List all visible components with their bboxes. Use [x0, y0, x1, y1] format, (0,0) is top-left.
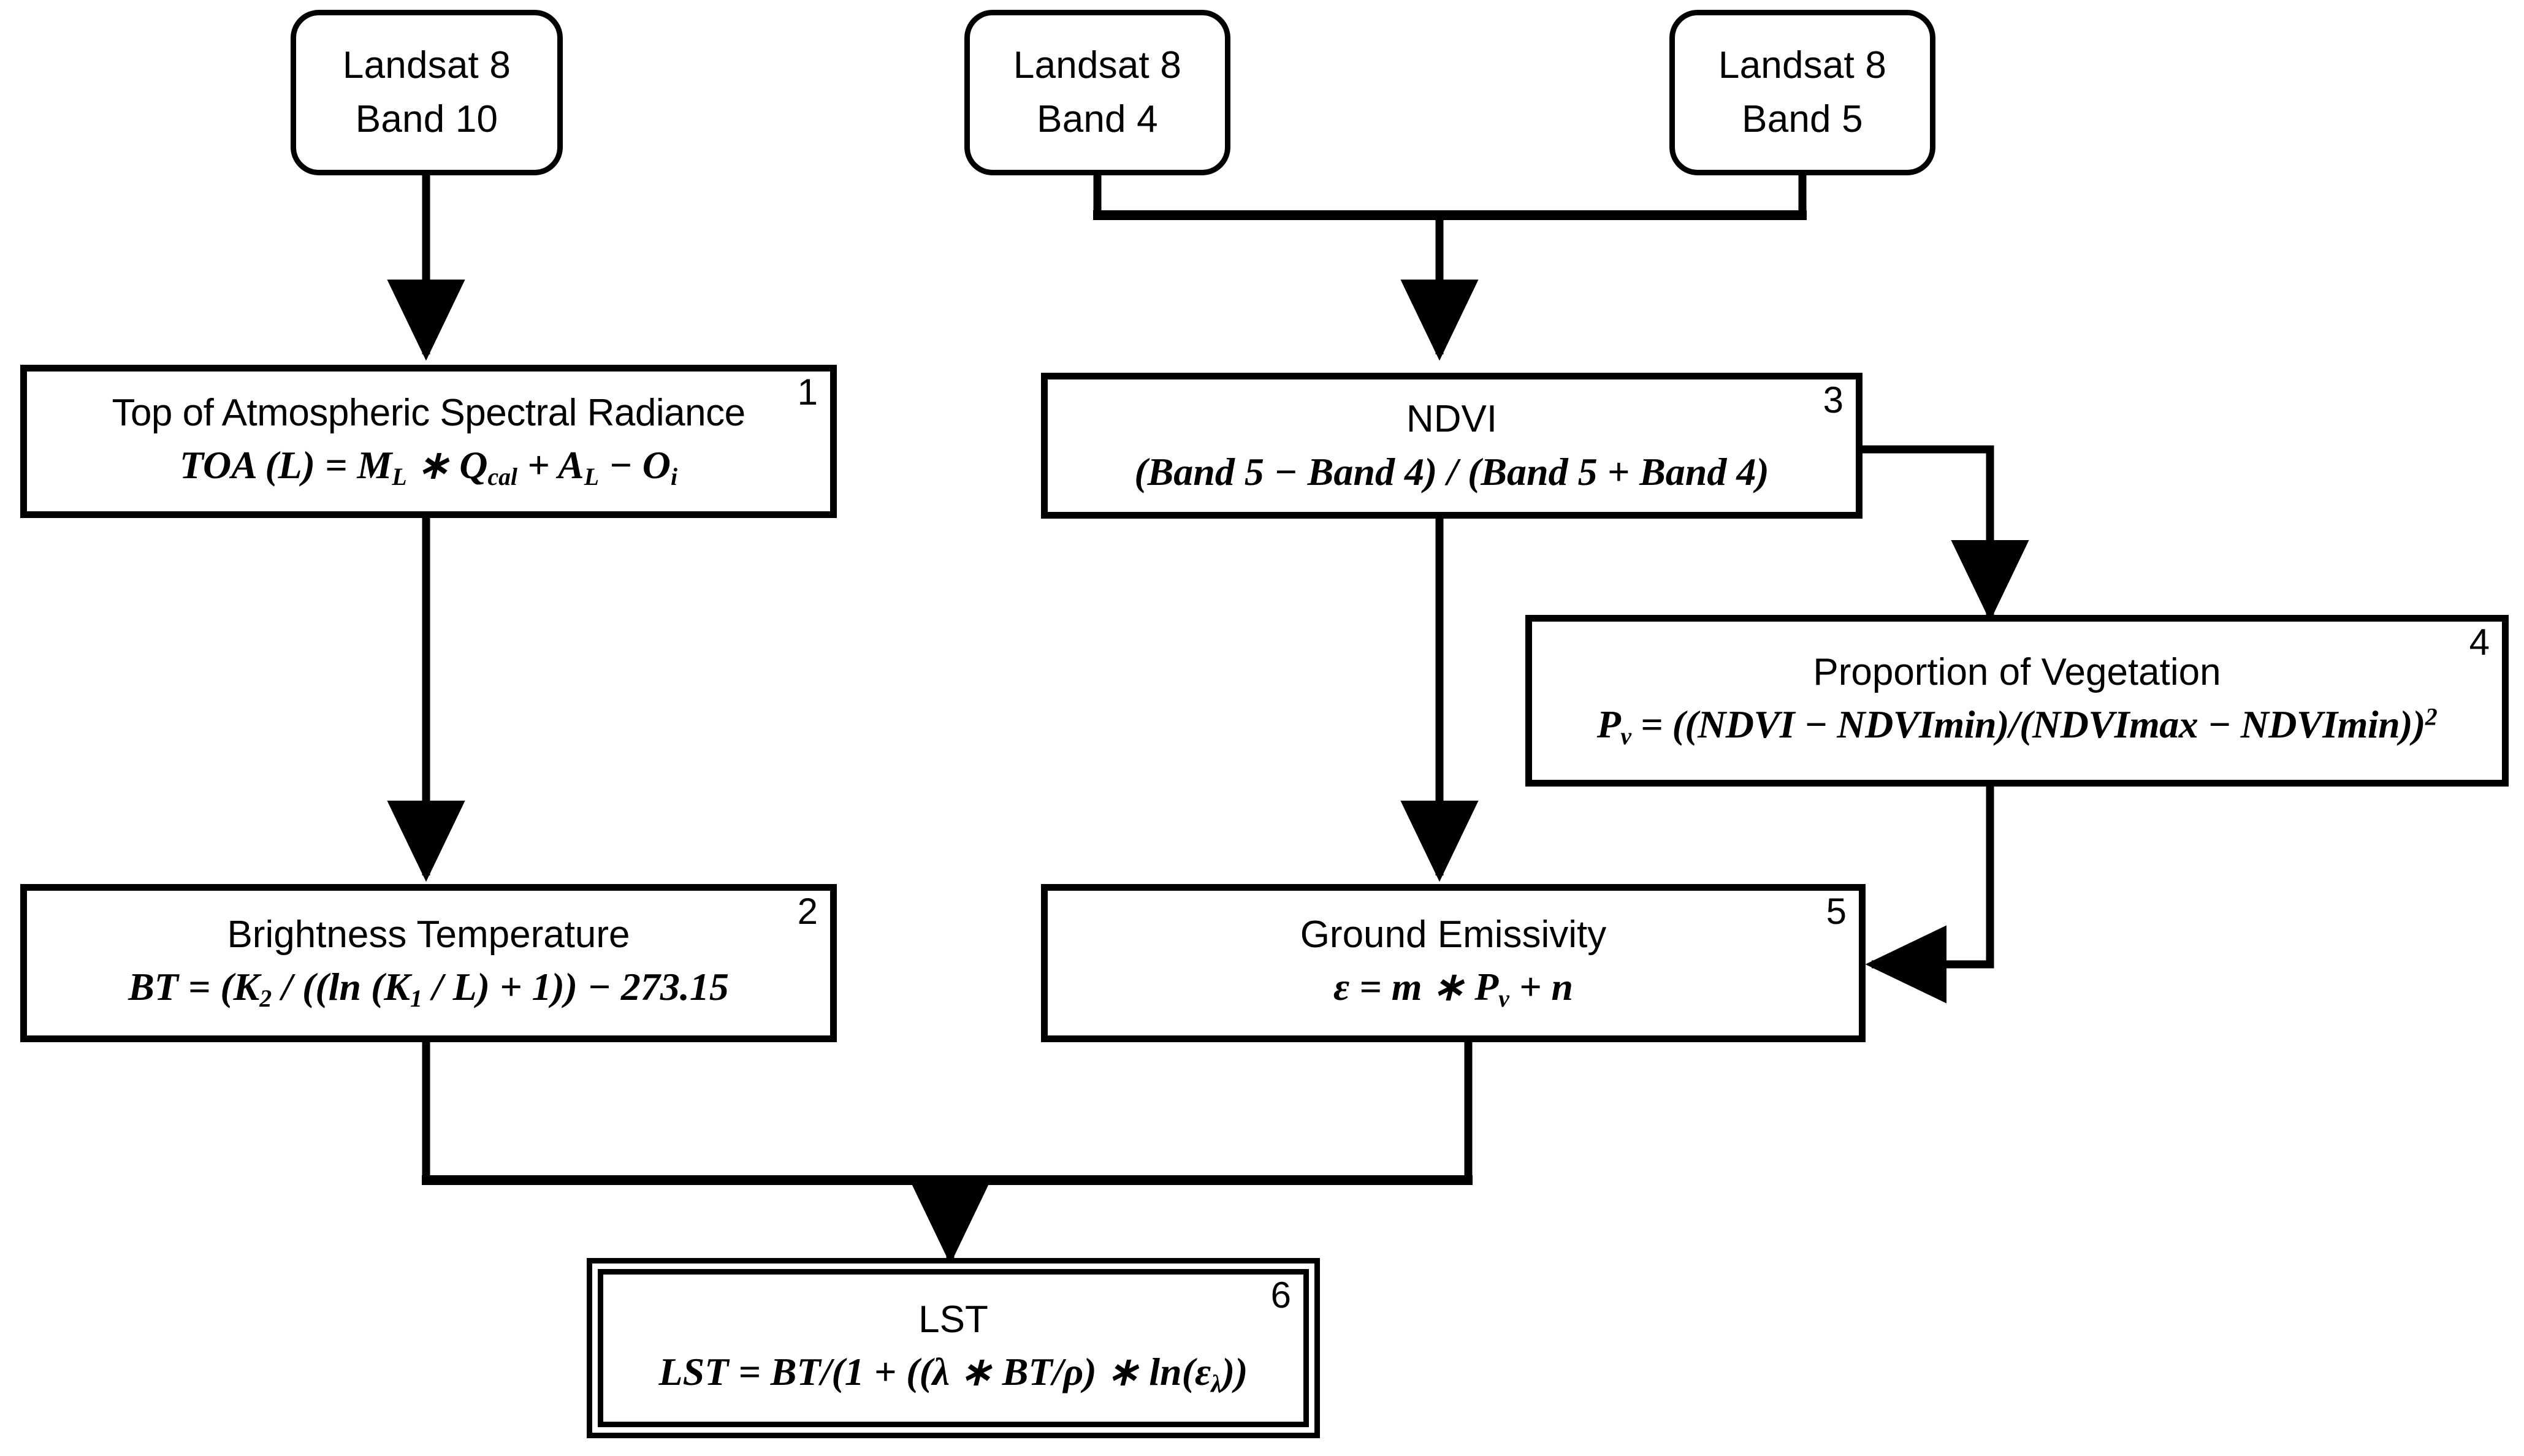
node-title-ndvi: NDVI — [1406, 398, 1498, 441]
node-body-pv: Proportion of Vegetation Pv = ((NDVI − N… — [1532, 622, 2502, 780]
node-landsat8-band10[interactable]: Landsat 8 Band 10 — [291, 10, 563, 175]
node-ground-emissivity[interactable]: 5 Ground Emissivity ε = m ∗ Pv + n — [1041, 884, 1866, 1042]
node-index-4: 4 — [2469, 622, 2490, 663]
node-body-lst: LST LST = BT/(1 + ((λ ∗ BT/ρ) ∗ ln(ελ)) — [603, 1275, 1303, 1422]
node-landsat8-band10-line2: Band 10 — [355, 98, 498, 140]
node-proportion-of-vegetation[interactable]: 4 Proportion of Vegetation Pv = ((NDVI −… — [1525, 615, 2509, 787]
node-title-toa: Top of Atmospheric Spectral Radiance — [112, 391, 745, 434]
node-formula-bt: BT = (K2 / ((ln (K1 / L) + 1)) − 273.15 — [128, 965, 729, 1013]
node-brightness-temperature[interactable]: 2 Brightness Temperature BT = (K2 / ((ln… — [20, 884, 837, 1042]
node-formula-toa: TOA (L) = ML ∗ Qcal + AL − Oi — [180, 443, 677, 491]
node-body-bt: Brightness Temperature BT = (K2 / ((ln (… — [27, 891, 830, 1035]
node-formula-lst: LST = BT/(1 + ((λ ∗ BT/ρ) ∗ ln(ελ)) — [658, 1350, 1248, 1398]
node-title-lst: LST — [918, 1298, 988, 1341]
node-landsat8-band4-line1: Landsat 8 — [1013, 44, 1182, 86]
node-index-6: 6 — [1270, 1275, 1291, 1316]
node-formula-ndvi: (Band 5 − Band 4) / (Band 5 + Band 4) — [1134, 449, 1769, 494]
node-landsat8-band5[interactable]: Landsat 8 Band 5 — [1669, 10, 1935, 175]
node-ndvi[interactable]: 3 NDVI (Band 5 − Band 4) / (Band 5 + Ban… — [1041, 373, 1862, 519]
node-index-5: 5 — [1826, 891, 1847, 932]
node-formula-pv: Pv = ((NDVI − NDVImin)/(NDVImax − NDVImi… — [1596, 703, 2438, 750]
node-top-of-atmospheric-spectral-radiance[interactable]: 1 Top of Atmospheric Spectral Radiance T… — [20, 365, 837, 518]
node-index-3: 3 — [1823, 379, 1843, 421]
node-landsat8-band4[interactable]: Landsat 8 Band 4 — [964, 10, 1230, 175]
node-landsat8-band5-line2: Band 5 — [1742, 98, 1863, 140]
node-title-bt: Brightness Temperature — [227, 913, 630, 956]
node-landsat8-band10-line1: Landsat 8 — [342, 44, 511, 86]
node-lst[interactable]: 6 LST LST = BT/(1 + ((λ ∗ BT/ρ) ∗ ln(ελ)… — [598, 1269, 1309, 1427]
edge-ndvi-to-pv — [1862, 445, 2029, 622]
node-body-toa: Top of Atmospheric Spectral Radiance TOA… — [27, 372, 830, 511]
node-body-ndvi: NDVI (Band 5 − Band 4) / (Band 5 + Band … — [1048, 379, 1856, 512]
node-index-2: 2 — [797, 891, 818, 932]
node-title-emissivity: Ground Emissivity — [1300, 913, 1607, 956]
edge-pv-to-emissivity — [1865, 787, 1994, 1004]
node-title-pv: Proportion of Vegetation — [1813, 650, 2221, 693]
node-body-emissivity: Ground Emissivity ε = m ∗ Pv + n — [1048, 891, 1859, 1035]
node-landsat8-band4-line2: Band 4 — [1037, 98, 1158, 140]
node-formula-emissivity: ε = m ∗ Pv + n — [1333, 965, 1573, 1013]
node-landsat8-band5-line1: Landsat 8 — [1718, 44, 1887, 86]
node-index-1: 1 — [797, 372, 818, 413]
